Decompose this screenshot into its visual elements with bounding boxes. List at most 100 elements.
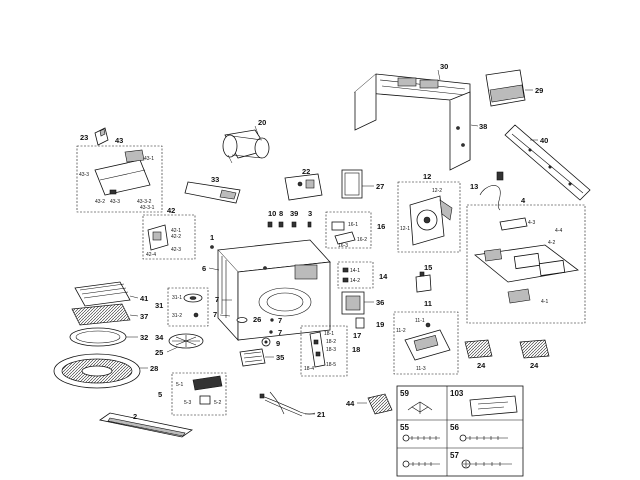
table-label-59: 59 <box>400 389 409 398</box>
label-19: 19 <box>376 320 384 329</box>
label-14-2: 14-2 <box>350 278 360 284</box>
grease-filter-part-24b[interactable] <box>519 339 550 359</box>
label-18-1: 18-1 <box>324 331 334 337</box>
table-label-55: 55 <box>400 423 409 432</box>
capacitor-part-15[interactable] <box>415 271 432 293</box>
power-cord-part-13[interactable] <box>479 171 504 211</box>
table-label-103: 103 <box>450 389 464 398</box>
label-5: 5 <box>158 390 162 399</box>
label-41: 41 <box>140 294 148 303</box>
label-18-4: 18-4 <box>304 366 314 372</box>
label-10: 10 <box>268 209 276 218</box>
screw-part-56[interactable] <box>459 434 508 442</box>
label-32: 32 <box>140 333 148 342</box>
turntable-part-28[interactable] <box>53 353 141 389</box>
air-guide-part-33[interactable] <box>184 181 241 204</box>
label-42-3: 42-3 <box>171 247 181 253</box>
label-5-3: 5-3 <box>184 400 191 406</box>
label-43-3-2: 43-3-2 <box>137 199 152 205</box>
group-43-box <box>76 145 163 213</box>
washer-part-9[interactable] <box>261 337 271 347</box>
screw-part-57[interactable] <box>461 459 512 469</box>
transformer-part-36[interactable] <box>341 291 365 315</box>
lamp-housing-part-42[interactable] <box>147 224 169 251</box>
group-31-box <box>167 287 209 327</box>
screw-part-55[interactable] <box>402 434 440 442</box>
grate-part-37[interactable] <box>71 303 131 326</box>
group-18-box <box>300 325 348 377</box>
group-11-box <box>393 311 459 375</box>
label-5-1: 5-1 <box>176 382 183 388</box>
cover-part-35[interactable] <box>239 348 266 367</box>
roller-part-26[interactable] <box>236 317 248 323</box>
label-26: 26 <box>253 315 261 324</box>
label-37: 37 <box>140 312 148 321</box>
label-33: 33 <box>211 175 219 184</box>
latch-board-part-18[interactable] <box>309 331 326 368</box>
filter-frame-part-27[interactable] <box>341 169 363 199</box>
label-4-4: 4-4 <box>555 228 562 234</box>
fuse-holder-part-14[interactable] <box>342 267 349 283</box>
label-21: 21 <box>317 410 325 419</box>
label-7b: 7 <box>213 310 217 319</box>
label-18-3: 18-3 <box>326 347 336 353</box>
screws-part-7[interactable] <box>269 318 274 334</box>
vent-grille-part-29[interactable] <box>485 69 526 107</box>
label-35: 35 <box>276 353 284 362</box>
cavity-part-6[interactable] <box>217 239 331 342</box>
grease-filter-part-24a[interactable] <box>464 339 493 359</box>
label-27: 27 <box>376 182 384 191</box>
label-18: 18 <box>352 345 360 354</box>
magnetron-part-11[interactable] <box>404 322 451 361</box>
wire-harness-part-21[interactable] <box>259 391 316 417</box>
label-36: 36 <box>376 298 384 307</box>
label-4: 4 <box>521 196 526 205</box>
coupler-part-31[interactable] <box>183 293 203 318</box>
label-16-1: 16-1 <box>348 222 358 228</box>
label-6: 6 <box>202 264 206 273</box>
roller-guide-part-34[interactable] <box>168 333 204 349</box>
label-39: 39 <box>290 209 298 218</box>
fan-motor-assembly-part-43[interactable] <box>94 149 151 196</box>
label-16: 16 <box>377 222 385 231</box>
diode-part-19[interactable] <box>355 317 365 329</box>
duct-part-22[interactable] <box>284 173 323 201</box>
door-switch-part-16[interactable] <box>331 221 356 245</box>
label-11-2: 11-2 <box>396 328 406 334</box>
group-14-box <box>337 261 374 289</box>
table-label-56: 56 <box>450 423 459 432</box>
hinge-part-5[interactable] <box>192 375 223 405</box>
base-plate-part-4[interactable] <box>474 217 579 304</box>
screw-part-unlabeled[interactable] <box>402 460 440 468</box>
stirrer-motor-part-12[interactable] <box>409 195 453 246</box>
label-43-3: 43-3 <box>79 172 89 178</box>
roller-ring-part-32[interactable] <box>69 327 127 347</box>
label-3: 3 <box>308 209 312 218</box>
label-42-2: 42-2 <box>171 234 181 240</box>
table-label-57: 57 <box>450 451 459 460</box>
label-20: 20 <box>258 118 266 127</box>
label-12-1: 12-1 <box>400 226 410 232</box>
door-trim-part-2[interactable] <box>99 412 193 438</box>
screw-part-1[interactable] <box>210 245 214 249</box>
manual-part-44[interactable] <box>367 393 393 415</box>
label-9: 9 <box>276 339 280 348</box>
label-11: 11 <box>424 299 432 308</box>
rack-part-41[interactable] <box>74 281 131 307</box>
label-43-2: 43-2 <box>95 199 105 205</box>
blower-motor-part-20[interactable] <box>222 129 270 164</box>
label-43: 43 <box>115 136 123 145</box>
label-14: 14 <box>379 272 388 281</box>
label-31: 31 <box>155 301 163 310</box>
label-42: 42 <box>167 206 175 215</box>
label-15: 15 <box>424 263 432 272</box>
group-12-box <box>397 181 461 253</box>
switch-parts-10-8-39-3[interactable] <box>267 221 312 228</box>
outer-cabinet-part-30[interactable] <box>354 73 471 171</box>
label-sticker-part-103[interactable] <box>469 395 518 417</box>
clip-part-59[interactable] <box>407 401 433 414</box>
label-7a: 7 <box>215 295 219 304</box>
bracket-part-23[interactable] <box>94 127 109 146</box>
mounting-plate-part-40[interactable] <box>504 124 591 201</box>
